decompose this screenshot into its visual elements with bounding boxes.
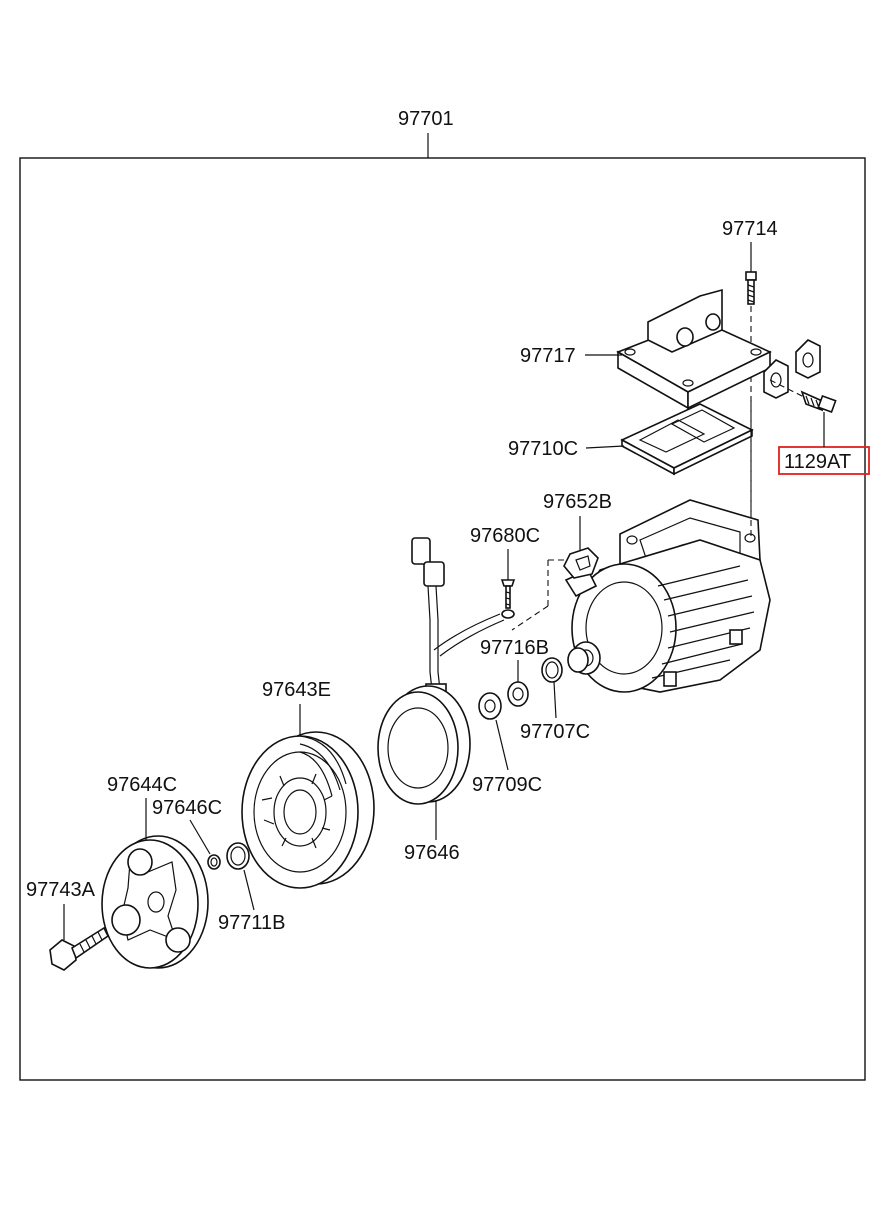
- leader-97709C: [495, 719, 509, 771]
- leader-97711B: [243, 869, 255, 911]
- dash-clip-axis: [769, 379, 807, 399]
- ring-97646C[interactable]: [207, 854, 221, 870]
- assembly-frame: [19, 157, 866, 1081]
- washer-97709C[interactable]: [478, 692, 502, 720]
- label-97711B[interactable]: 97711B: [218, 912, 285, 934]
- label-97643E[interactable]: 97643E: [262, 679, 331, 701]
- label-1129AT[interactable]: 1129AT: [784, 451, 851, 473]
- label-97717[interactable]: 97717: [520, 345, 576, 367]
- compressor-body-97701: [564, 499, 771, 693]
- label-97710C[interactable]: 97710C: [508, 438, 578, 460]
- gasket-97710C[interactable]: [620, 403, 754, 476]
- wire-harness: [411, 537, 505, 697]
- coil-97646[interactable]: [377, 685, 471, 805]
- label-97707C[interactable]: 97707C: [520, 721, 590, 743]
- label-97680C[interactable]: 97680C: [470, 525, 540, 547]
- snap-ring-97711B[interactable]: [226, 842, 250, 870]
- label-97743A[interactable]: 97743A: [26, 879, 96, 901]
- pulley-97643E[interactable]: [241, 731, 375, 889]
- leader-97707C: [553, 681, 557, 719]
- bolt-97714[interactable]: [745, 271, 757, 305]
- bolt-1129AT[interactable]: [800, 390, 837, 414]
- clip-1129AT-b: [795, 339, 821, 379]
- label-97709C[interactable]: 97709C: [472, 774, 542, 796]
- clip-97652B[interactable]: [563, 547, 599, 579]
- hub-plate-97644C[interactable]: [101, 835, 209, 969]
- seal-97707C[interactable]: [541, 657, 563, 683]
- bolt-97743A[interactable]: [49, 926, 110, 971]
- label-97646C[interactable]: 97646C: [152, 797, 222, 819]
- bracket-97717[interactable]: [616, 288, 772, 410]
- dash-97652B-c: [511, 605, 549, 631]
- leader-97646C: [189, 819, 211, 855]
- label-97716B[interactable]: 97716B: [480, 637, 549, 659]
- ring-97716B[interactable]: [507, 681, 529, 707]
- screw-97680C[interactable]: [500, 579, 516, 619]
- label-97701[interactable]: 97701: [398, 108, 454, 130]
- label-97714[interactable]: 97714: [722, 218, 778, 240]
- label-97646[interactable]: 97646: [404, 842, 460, 864]
- label-97644C[interactable]: 97644C: [107, 774, 177, 796]
- leader-97710C: [585, 445, 625, 449]
- label-97652B[interactable]: 97652B: [543, 491, 612, 513]
